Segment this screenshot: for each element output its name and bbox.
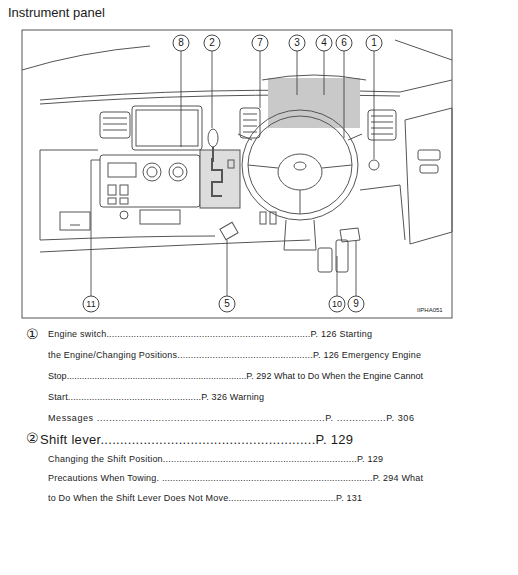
callout-number: 6 [340, 38, 348, 48]
index-entry-line: Stop....................................… [48, 372, 423, 381]
callout-number: 1 [370, 38, 378, 48]
callout-number: 3 [293, 38, 301, 48]
index-entry-line: Start...................................… [48, 393, 264, 402]
index-entry-line: Engine switch...........................… [48, 330, 372, 339]
index-entry-line: Changing the Shift Position.............… [48, 455, 383, 464]
index-entry-line: Messages ...............................… [48, 414, 415, 423]
index-entry-line: to Do When the Shift Lever Does Not Move… [48, 494, 362, 503]
callout-number: 5 [223, 299, 231, 309]
callout-number: 4 [320, 38, 328, 48]
callout-number: 2 [208, 38, 216, 48]
callout-number: 8 [177, 38, 185, 48]
index-entry-line: Precautions When Towing. ...............… [48, 474, 423, 483]
figure-code: IIPHA051 [417, 307, 443, 313]
callout-number: 10 [331, 300, 343, 309]
callout-number: 11 [85, 300, 96, 309]
index-entry-line: Shift lever.............................… [40, 433, 353, 446]
index-entry-line: the Engine/Changing Positions...........… [48, 351, 421, 360]
item-marker: ① [26, 327, 39, 341]
item-marker: ② [26, 431, 39, 445]
callout-number: 7 [256, 38, 264, 48]
page-title: Instrument panel [8, 6, 105, 19]
callout-number: 9 [352, 299, 360, 309]
